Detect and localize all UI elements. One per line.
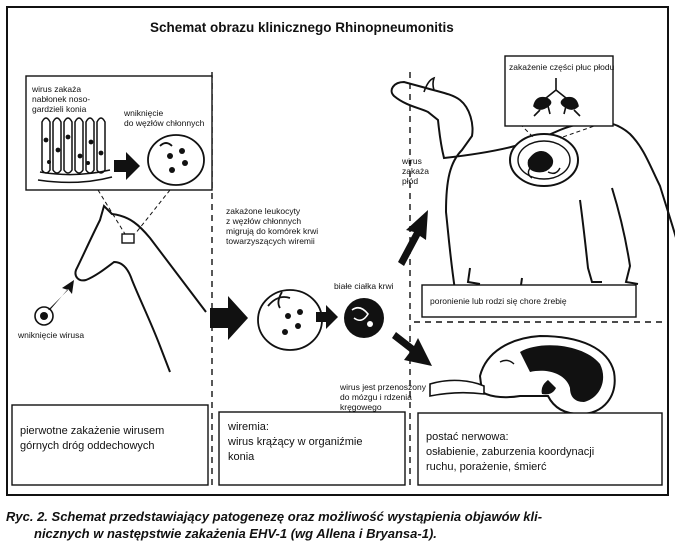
lymph-node-virus <box>167 148 188 173</box>
brain-spinal-cord <box>429 334 616 416</box>
mare-legs <box>466 187 639 293</box>
label-abortion: poronienie lub rodzi się chore źrebię <box>430 296 567 306</box>
epithelium-cells <box>37 117 113 184</box>
label-nasal-infection: wirus zakaża nabłonek noso- gardzieli ko… <box>32 84 91 114</box>
lymph-node <box>147 134 205 186</box>
lung-inset-box <box>504 55 614 127</box>
label-white-cells: białe ciałka krwi <box>334 281 394 291</box>
arrow-to-lymph-node <box>114 152 140 180</box>
primary-infection-text: pierwotne zakażenie wirusem górnych dróg… <box>20 425 165 452</box>
label-lung-infection: zakażenie części płuc płodu <box>509 62 615 72</box>
horse-head-outline <box>74 204 207 373</box>
arrow-to-fetus <box>398 210 428 266</box>
white-blood-cell <box>344 298 384 338</box>
arrow-to-white-cells <box>316 305 338 329</box>
nervous-form-box <box>417 412 663 486</box>
fetus-in-uterus <box>509 133 579 187</box>
label-leukocytes: zakażone leukocyty z węzłów chłonnych mi… <box>226 206 319 246</box>
label-fetus-infection: wirus zakaża płód <box>402 156 429 186</box>
fetal-lungs <box>533 78 581 117</box>
figure-caption: Ryc. 2. Schemat przedstawiający patogene… <box>6 509 543 541</box>
viremia-box <box>218 411 406 486</box>
infected-leukocyte <box>257 289 323 351</box>
leukocyte-virus <box>282 309 303 335</box>
arrow-virus-entry <box>48 280 74 310</box>
abortion-box <box>421 284 637 318</box>
virus-particle-entry <box>34 306 54 326</box>
viremia-text: wiremia: wirus krążący w organiźmie koni… <box>228 421 363 463</box>
mare-outline <box>390 80 675 291</box>
diagram-frame <box>6 6 669 496</box>
label-lymph-entry: wniknięcie do węzłów chłonnych <box>124 108 205 128</box>
arrow-to-viremia <box>210 296 248 340</box>
nervous-form-text: postać nerwowa: osłabienie, zaburzenia k… <box>426 431 595 473</box>
label-nervous-spread: wirus jest przenoszony do mózgu i rdzeni… <box>340 382 426 412</box>
label-virus-entry: wniknięcie wirusa <box>18 330 85 340</box>
primary-infection-box <box>11 404 209 486</box>
diagram-title: Schemat obrazu klinicznego Rhinopneumoni… <box>150 20 454 35</box>
nasal-area-marker <box>121 233 135 244</box>
virus-particles <box>43 134 104 165</box>
arrow-to-nervous <box>392 332 432 366</box>
